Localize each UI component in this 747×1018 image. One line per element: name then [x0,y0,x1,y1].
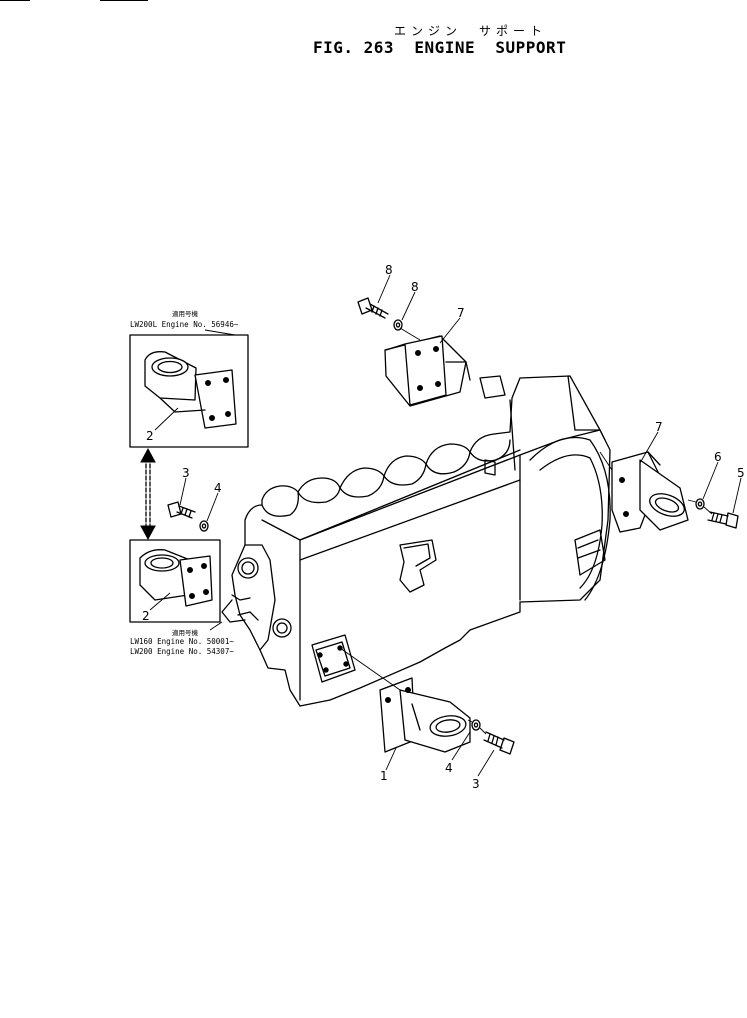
figure-title: FIG. 263 ENGINE SUPPORT [313,38,567,57]
note-lower-heading: 適用号機 [172,628,199,637]
assembly-lines [339,327,713,735]
interchange-arrow [140,447,156,541]
washer-8-right [695,498,705,510]
note-upper-line-1: LW200L Engine No. 56946~ [130,320,239,329]
washer-8-upper [393,319,403,331]
note-upper-heading: 適用号機 [172,309,199,318]
bolt-3-left [167,501,196,519]
figure-title-japanese: エンジン サポート [394,24,548,38]
callout-1: 1 [380,769,388,783]
engine-support-bracket-5 [611,451,689,533]
callout-8-right: 6 [714,450,722,464]
bolt-7-right [707,511,739,529]
inset-box-lw160-lw200 [129,539,221,623]
bolt-3-lower [483,731,515,755]
note-lower-line-1: LW160 Engine No. 50001~ [130,637,234,646]
callout-2-lower-inset: 2 [142,609,150,623]
washer-4-lower [471,719,481,731]
engine-support-bracket-1 [379,677,471,753]
callout-5: 7 [655,420,663,434]
callout-labels: 8 8 7 7 6 5 3 4 2 2 1 4 3 [142,263,745,791]
washer-4-left [199,520,209,532]
top-edge-mark [100,0,148,1]
callout-3-lower: 3 [472,777,480,791]
callout-4-lower: 4 [445,761,453,775]
engine-block [221,375,611,707]
callout-3-left: 3 [182,466,190,480]
callout-8-upper: 8 [411,280,419,294]
engine-support-bracket-6 [384,335,471,407]
callout-7-upper: 8 [385,263,393,277]
leader-lines [149,274,742,777]
callout-6: 7 [457,306,465,320]
note-lower-line-2: LW200 Engine No. 54307~ [130,647,234,656]
applicability-notes: 適用号機 LW200L Engine No. 56946~ 適用号機 LW160… [130,309,239,656]
callout-4-left: 4 [214,481,222,495]
inset-box-lw200l [129,334,249,448]
bolt-7-upper [357,297,389,319]
callout-7-right: 5 [737,466,745,480]
top-edge-mark [0,0,30,1]
callout-2-upper-inset: 2 [146,429,154,443]
